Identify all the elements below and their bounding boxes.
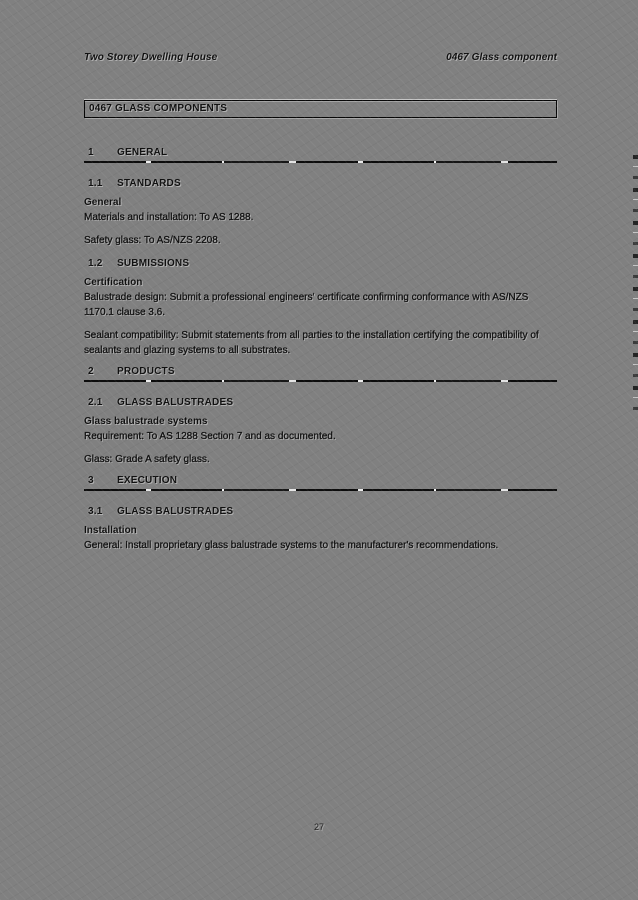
worksection-title-box: 0467 GLASS COMPONENTS [84,100,557,118]
right-edge-scan-artifacts [633,155,638,413]
block-label: Glass balustrade systems [84,416,208,427]
section-number: 2 [88,366,94,377]
header-worksection-title: 0467 Glass component [446,52,557,63]
document-header: Two Storey Dwelling House 0467 Glass com… [84,52,557,63]
block-label: Certification [84,277,143,288]
subsection-number: 2.1 [88,397,103,408]
heading-rule [84,489,557,491]
subsection-heading: 3.1 GLASS BALUSTRADES [84,504,557,519]
paragraph: Materials and installation: To AS 1288. [84,212,254,223]
subsection-heading: 1.1 STANDARDS [84,176,557,191]
subsection-title: GLASS BALUSTRADES [117,397,234,408]
subsection-title: SUBMISSIONS [117,258,190,269]
subsection-number: 1.1 [88,178,103,189]
page-number: 27 [313,822,324,832]
section-heading: 1 GENERAL [84,147,557,158]
subsection-number: 3.1 [88,506,103,517]
paragraph: Glass: Grade A safety glass. [84,454,210,465]
section-title: GENERAL [117,147,168,158]
section-heading: 2 PRODUCTS [84,366,557,377]
paragraph: Balustrade design: Submit a professional… [84,292,529,318]
paragraph: Requirement: To AS 1288 Section 7 and as… [84,431,336,442]
block-label: Installation [84,525,137,536]
section-heading: 3 EXECUTION [84,475,557,486]
subsection-title: STANDARDS [117,178,181,189]
header-project-title: Two Storey Dwelling House [84,52,218,63]
paragraph: Safety glass: To AS/NZS 2208. [84,235,221,246]
heading-rule [84,161,557,163]
section-number: 3 [88,475,94,486]
heading-rule [84,380,557,382]
paragraph: General: Install proprietary glass balus… [84,540,499,551]
block-label: General [84,197,122,208]
paragraph: Sealant compatibility: Submit statements… [84,330,539,356]
subsection-heading: 1.2 SUBMISSIONS [84,256,557,271]
subsection-title: GLASS BALUSTRADES [117,506,234,517]
subsection-number: 1.2 [88,258,103,269]
section-title: PRODUCTS [117,366,175,377]
page-content: Two Storey Dwelling House 0467 Glass com… [84,52,557,562]
section-number: 1 [88,147,94,158]
section-title: EXECUTION [117,475,178,486]
subsection-heading: 2.1 GLASS BALUSTRADES [84,395,557,410]
